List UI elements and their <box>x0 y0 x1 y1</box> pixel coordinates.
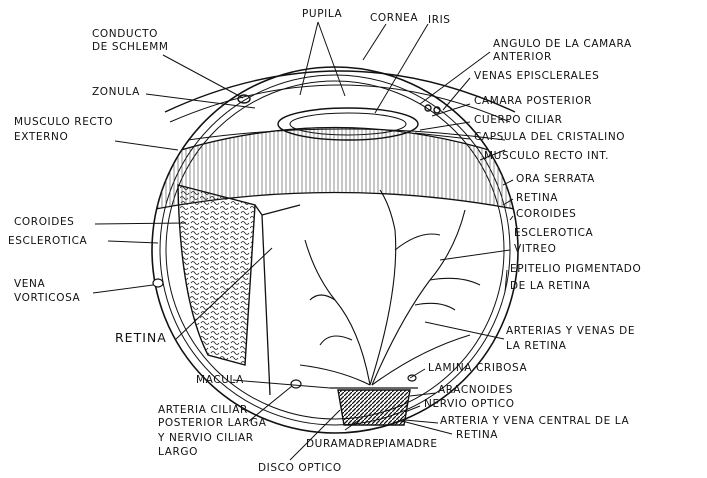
label-venas-episclerales: VENAS EPISCLERALES <box>474 70 599 82</box>
label-duramadre: DURAMADRE <box>306 438 379 450</box>
label-conducto-1: CONDUCTO <box>92 28 158 40</box>
label-cornea: CORNEA <box>370 12 418 24</box>
label-arterias-1: ARTERIAS Y VENAS DE <box>506 325 635 337</box>
label-arteria-ciliar-1: ARTERIA CILIAR <box>158 404 248 416</box>
label-arteria-ciliar-3: Y NERVIO CILIAR <box>158 432 254 444</box>
label-conducto-2: DE SCHLEMM <box>92 41 169 53</box>
vortex-vein <box>153 279 163 287</box>
label-angulo-1: ANGULO DE LA CAMARA <box>493 38 632 50</box>
label-camara-posterior: CAMARA POSTERIOR <box>474 95 592 107</box>
optic-nerve <box>330 388 418 425</box>
label-angulo-2: ANTERIOR <box>493 51 552 63</box>
label-arteria-ciliar-2: POSTERIOR LARGA <box>158 417 267 429</box>
label-arteria-ciliar-4: LARGO <box>158 446 198 458</box>
label-recto-int: MUSCULO RECTO INT. <box>484 150 609 162</box>
label-epitelio-2: DE LA RETINA <box>510 280 590 292</box>
label-coroides-right: COROIDES <box>516 208 576 220</box>
label-piamadre: PIAMADRE <box>378 438 438 450</box>
label-macula: MACULA <box>196 374 244 386</box>
label-recto-externo-2: EXTERNO <box>14 131 68 143</box>
label-iris: IRIS <box>428 14 451 26</box>
label-esclerotica-left: ESCLEROTICA <box>8 235 87 247</box>
label-aracnoides: ARACNOIDES <box>438 384 513 396</box>
label-disco-optico: DISCO OPTICO <box>258 462 342 474</box>
label-vena-vorticosa-2: VORTICOSA <box>14 292 80 304</box>
label-arterias-2: LA RETINA <box>506 340 567 352</box>
label-arteria-vena-central-2: RETINA <box>456 429 498 441</box>
label-recto-externo-1: MUSCULO RECTO <box>14 116 113 128</box>
label-retina-right: RETINA <box>516 192 558 204</box>
label-ora-serrata: ORA SERRATA <box>516 173 595 185</box>
label-arteria-vena-central-1: ARTERIA Y VENA CENTRAL DE LA <box>440 415 629 427</box>
label-lamina-cribosa: LAMINA CRIBOSA <box>428 362 527 374</box>
label-nervio-optico: NERVIO OPTICO <box>424 398 515 410</box>
label-capsula: CAPSULA DEL CRISTALINO <box>474 131 625 143</box>
label-retina-left: RETINA <box>115 332 167 344</box>
retinal-vessels <box>300 190 480 385</box>
label-zonula: ZONULA <box>92 86 140 98</box>
cutaway-wall <box>178 185 300 395</box>
label-epitelio-1: EPITELIO PIGMENTADO <box>510 263 641 275</box>
label-vena-vorticosa-1: VENA <box>14 278 45 290</box>
label-cuerpo-ciliar: CUERPO CILIAR <box>474 114 563 126</box>
posterior-ciliary-artery <box>291 380 301 388</box>
label-coroides-left: COROIDES <box>14 216 74 228</box>
label-esclerotica-right: ESCLEROTICA <box>514 227 593 239</box>
lamina-marker <box>408 375 416 381</box>
label-vitreo: VITREO <box>514 243 557 255</box>
label-pupila: PUPILA <box>302 8 342 20</box>
